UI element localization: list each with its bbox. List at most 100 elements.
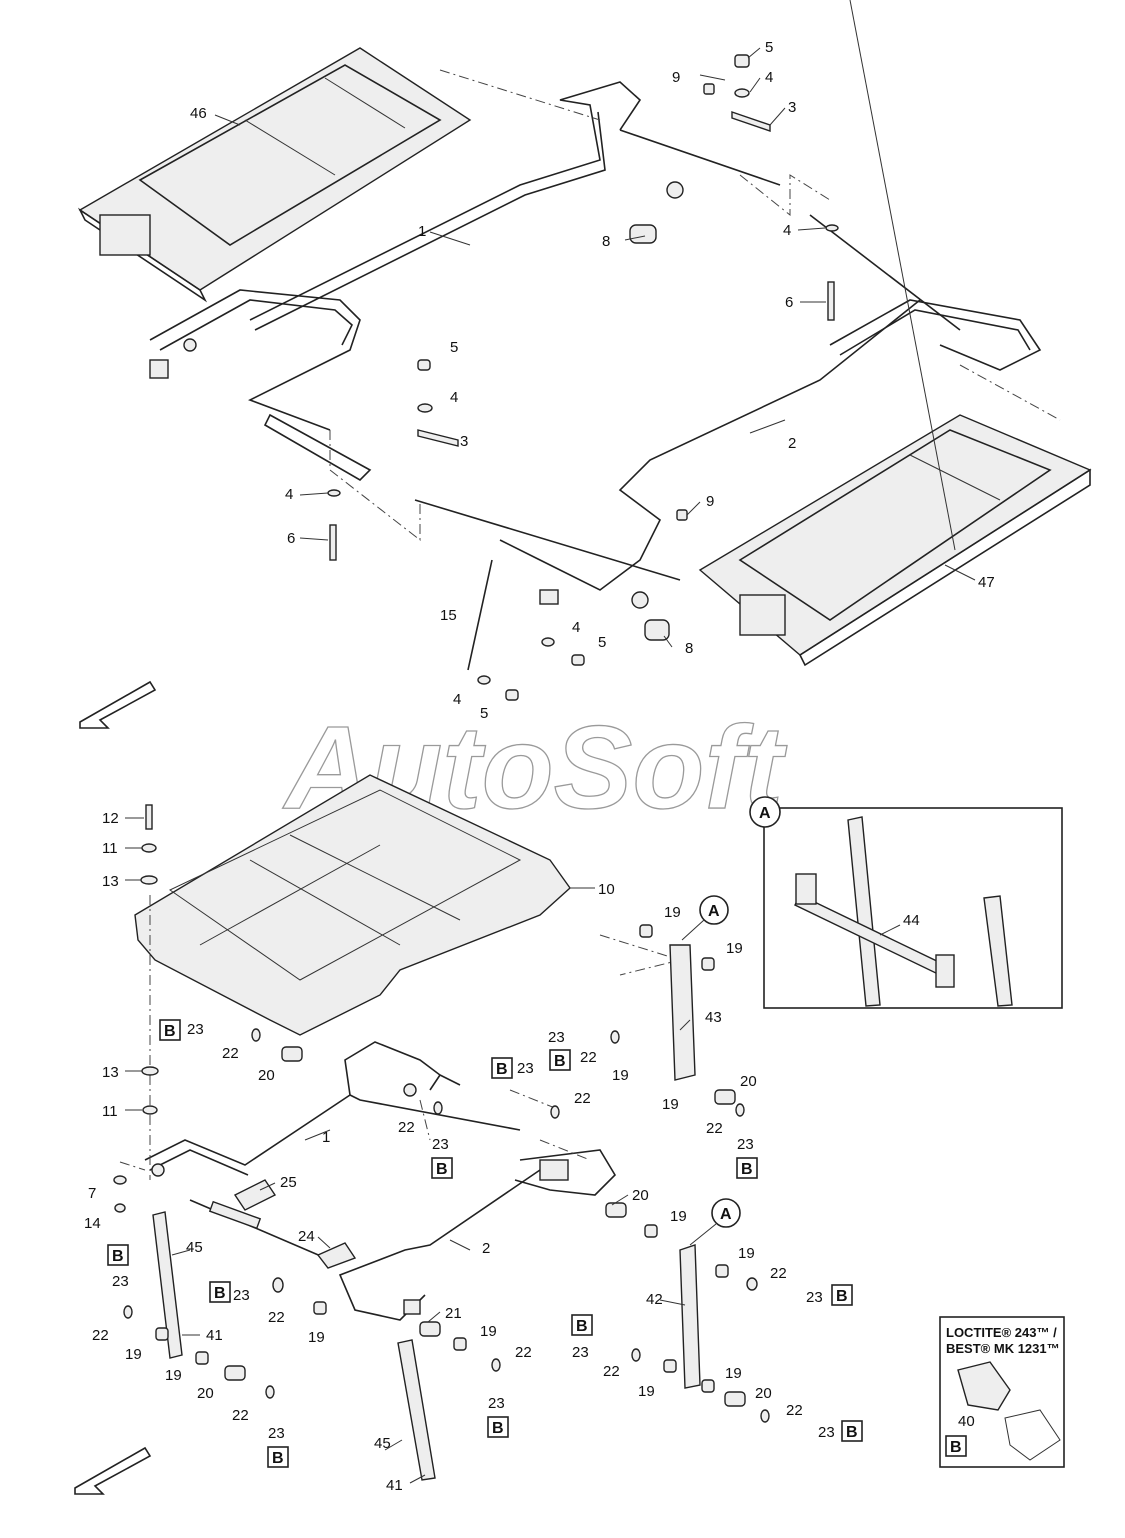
callout-3: 3 <box>460 433 468 450</box>
b-marker: B <box>841 1420 863 1442</box>
callout-12: 12 <box>102 810 119 827</box>
callout-4: 4 <box>783 222 791 239</box>
callout-40: 40 <box>958 1413 975 1430</box>
svg-text:B: B <box>272 1450 284 1467</box>
callout-5: 5 <box>450 339 458 356</box>
b-marker: B <box>209 1281 231 1303</box>
callout-19: 19 <box>308 1329 325 1346</box>
callout-11: 11 <box>102 1103 118 1120</box>
callout-20: 20 <box>740 1073 757 1090</box>
svg-text:A: A <box>759 805 771 822</box>
b-marker: B <box>267 1446 289 1468</box>
detail-ref-a: A <box>689 1198 741 1246</box>
callouts-top: 46 1 9 5 4 3 8 4 6 5 4 3 4 6 2 47 9 15 4… <box>190 39 995 722</box>
callout-22: 22 <box>574 1090 591 1107</box>
loctite-b: B <box>950 1439 962 1456</box>
frame-1-lower <box>144 1041 521 1177</box>
callout-19: 19 <box>738 1245 755 1262</box>
callout-22: 22 <box>706 1120 723 1137</box>
callout-23: 23 <box>806 1289 823 1306</box>
arm-45 <box>152 1211 183 1359</box>
callout-19: 19 <box>480 1323 497 1340</box>
callout-7: 7 <box>88 1185 96 1202</box>
b-marker: B <box>549 1049 571 1071</box>
leader-lines-top <box>214 47 976 648</box>
loctite-line1: LOCTITE® 243™ / <box>946 1325 1057 1340</box>
bracket-24 <box>316 1242 357 1269</box>
callout-19: 19 <box>726 940 743 957</box>
b-marker: B <box>736 1157 758 1179</box>
callout-19: 19 <box>662 1096 679 1113</box>
svg-text:B: B <box>576 1318 588 1335</box>
callout-6: 6 <box>287 530 295 547</box>
callout-22: 22 <box>770 1265 787 1282</box>
callout-22: 22 <box>398 1119 415 1136</box>
frame-2-lower <box>189 1149 617 1321</box>
svg-text:B: B <box>496 1061 508 1078</box>
callout-23: 23 <box>432 1136 449 1153</box>
loctite-line2: BEST® MK 1231™ <box>946 1341 1060 1356</box>
frame-1 <box>149 81 781 482</box>
callout-24: 24 <box>298 1228 315 1245</box>
direction-arrow-icon <box>74 1446 152 1495</box>
callout-1: 1 <box>322 1129 330 1146</box>
callout-11: 11 <box>102 840 118 857</box>
callout-44: 44 <box>903 912 920 929</box>
callout-4: 4 <box>450 389 458 406</box>
callout-41: 41 <box>386 1477 403 1494</box>
callout-19: 19 <box>165 1367 182 1384</box>
callout-42: 42 <box>646 1291 663 1308</box>
svg-text:B: B <box>741 1161 753 1178</box>
callout-8: 8 <box>685 640 693 657</box>
callout-19: 19 <box>638 1383 655 1400</box>
callout-19: 19 <box>125 1346 142 1363</box>
callout-14: 14 <box>84 1215 101 1232</box>
callout-20: 20 <box>755 1385 772 1402</box>
svg-text:B: B <box>836 1288 848 1305</box>
callout-46: 46 <box>190 105 207 122</box>
callout-9: 9 <box>706 493 714 510</box>
callout-6: 6 <box>785 294 793 311</box>
svg-text:B: B <box>554 1053 566 1070</box>
callout-22: 22 <box>232 1407 249 1424</box>
b-marker: B <box>431 1157 453 1179</box>
svg-text:A: A <box>708 903 720 920</box>
callout-23: 23 <box>233 1287 250 1304</box>
callout-23: 23 <box>488 1395 505 1412</box>
callout-22: 22 <box>222 1045 239 1062</box>
detail-a-inset: A 44 <box>749 796 1063 1009</box>
callout-20: 20 <box>197 1385 214 1402</box>
svg-text:B: B <box>214 1285 226 1302</box>
callout-3: 3 <box>788 99 796 116</box>
b-marker: B <box>831 1284 853 1306</box>
callout-19: 19 <box>664 904 681 921</box>
callout-22: 22 <box>786 1402 803 1419</box>
callout-23: 23 <box>268 1425 285 1442</box>
arm-42 <box>679 1244 701 1389</box>
callout-5: 5 <box>480 705 488 722</box>
callout-4: 4 <box>453 691 461 708</box>
hardware-top <box>327 54 839 701</box>
callout-8: 8 <box>602 233 610 250</box>
callout-43: 43 <box>705 1009 722 1026</box>
callout-23: 23 <box>112 1273 129 1290</box>
loctite-legend: LOCTITE® 243™ / BEST® MK 1231™ 40 B <box>939 1316 1065 1468</box>
callout-19: 19 <box>670 1208 687 1225</box>
panel-46 <box>77 47 472 303</box>
b-marker: B <box>571 1314 593 1336</box>
svg-text:B: B <box>112 1248 124 1265</box>
callouts-bottom: 12 11 13 10 13 11 7 14 23 22 20 1 23 22 … <box>84 810 835 1494</box>
callout-45: 45 <box>374 1435 391 1452</box>
callout-5: 5 <box>598 634 606 651</box>
callout-1: 1 <box>418 223 426 240</box>
leader-lines-bottom <box>125 817 691 1484</box>
callout-23: 23 <box>737 1136 754 1153</box>
svg-text:B: B <box>492 1420 504 1437</box>
callout-4: 4 <box>572 619 580 636</box>
callout-22: 22 <box>603 1363 620 1380</box>
loctite-markers: B B B B B B B B B B B B <box>107 1019 863 1468</box>
svg-text:A: A <box>720 1206 732 1223</box>
callout-47: 47 <box>978 574 995 591</box>
b-marker: B <box>491 1057 513 1079</box>
